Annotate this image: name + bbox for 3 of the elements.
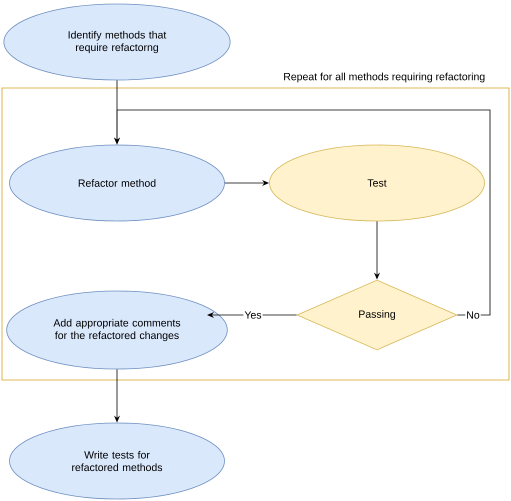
- edge-label: No: [465, 310, 481, 320]
- node-label: Repeat for all methods requiring refactoring: [284, 72, 484, 82]
- edge-label: Yes: [243, 310, 263, 320]
